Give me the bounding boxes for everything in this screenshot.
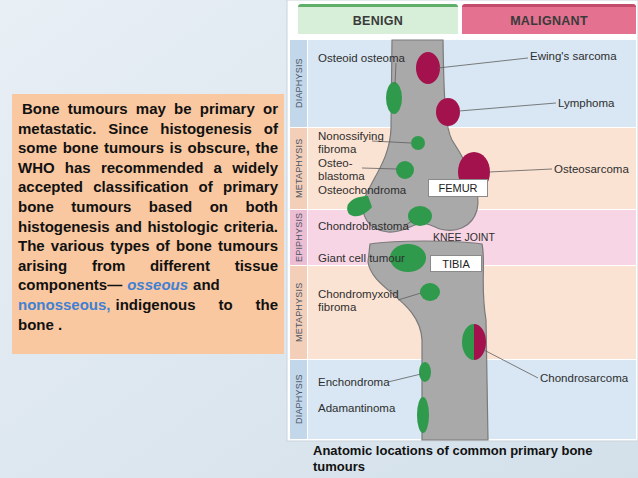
figure-panel [287,0,638,441]
box-label: MALIGNANT [510,14,588,28]
femur-shape [363,40,478,232]
tumour-label: Nonossifying fibroma [318,130,374,155]
body-text: Bone tumours may be primary or metastati… [18,100,278,293]
tumour-label: Osteochondroma [318,184,413,197]
chondrosarcoma-malignant-half [474,324,486,360]
leader-line [398,293,421,300]
bone-name-box: TIBIA [430,255,482,272]
osteoblastoma-lesion [396,161,414,179]
tumour-label: Enchondroma [318,376,408,389]
body-text: and [193,276,220,293]
category-tab: MALIGNANT [462,4,636,34]
body-text: nonosseous, [18,296,111,313]
tumour-label: Chondroblastoma [318,220,418,233]
figure-caption: Anatomic locations of common primary bon… [313,443,618,475]
tumour-label: Chondromyxoid fibroma [318,288,402,313]
leader-line [489,169,552,172]
region-label: DIAPHYSIS [290,40,307,127]
text-box: Bone tumours may be primary or metastati… [12,94,284,354]
tumour-label: Adamantinoma [318,402,408,415]
leader-line [395,63,396,84]
box-label: FEMUR [438,182,477,194]
leader-line [484,350,538,378]
tumour-label: Osteoid osteoma [318,52,408,65]
tumour-label: Ewing's sarcoma [530,50,634,63]
ewing-lesion [416,52,440,84]
adamantinoma-lesion [417,397,429,433]
leader-line [438,58,528,68]
tumour-label: Lymphoma [558,97,628,110]
region-label: METAPHYSIS [290,266,307,359]
tumour-label: Giant cell tumour [318,252,428,265]
category-tab: BENIGN [298,4,458,34]
osteoid-lesion [386,82,402,114]
fibroma-lesion [411,136,425,150]
chondrosarcoma-benign-half [462,324,474,360]
leader-line [362,168,397,169]
tumour-label: Chondrosarcoma [540,372,636,385]
bone-name-box: FEMUR [428,179,488,197]
joint-label: KNEE JOINT [433,231,513,244]
leader-line [372,141,411,143]
region-label: DIAPHYSIS [290,360,307,439]
box-label: TIBIA [442,258,470,270]
region-label: EPIPHYSIS [290,210,307,265]
enchondroma-lesion [419,362,431,382]
region-label: METAPHYSIS [290,128,307,209]
tumour-label: Osteo- blastoma [318,157,368,182]
body-text: osseous [127,276,188,293]
leader-line [459,103,556,111]
chondromyxoid-lesion [420,283,440,301]
chondroblastoma-lesion [408,206,432,226]
osteochondroma-lesion [347,196,372,216]
lymphoma-lesion [436,98,460,126]
leader-line [388,374,421,382]
box-label: BENIGN [353,14,403,28]
tumour-label: Osteosarcoma [554,163,636,176]
